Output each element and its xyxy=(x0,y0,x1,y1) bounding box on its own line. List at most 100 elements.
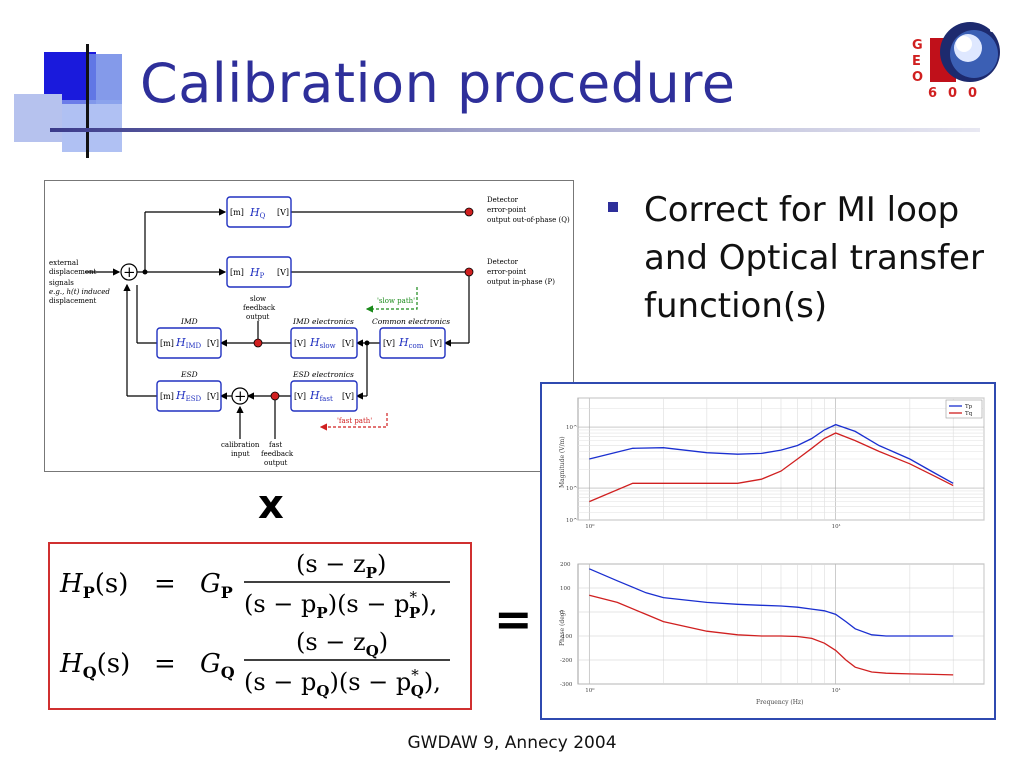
mag-xtick-label: 10⁰ xyxy=(585,523,595,530)
logo-letter-o: O xyxy=(912,70,924,85)
slow-feedback-3: output xyxy=(246,313,270,321)
equals-symbol: = xyxy=(494,592,533,646)
calibration-block-diagram: + + [m] [V] [m] [V] [m] [V] [V] [V] [V] … xyxy=(44,180,574,472)
phase-xlabel: Frequency (Hz) xyxy=(756,699,803,706)
svg-text:HQ(s): HQ(s) xyxy=(59,649,130,682)
phase-xtick-label: 10⁰ xyxy=(585,687,595,694)
phase-series-tp xyxy=(589,568,954,637)
mag-ytick-label: 10^ xyxy=(566,517,578,524)
fast-feedback-2: feedback xyxy=(261,450,294,458)
footer-text: GWDAW 9, Annecy 2004 xyxy=(407,733,617,753)
hcom-out: [V] xyxy=(430,339,442,348)
geo600-logo: G E O 6 0 0 xyxy=(912,20,1004,102)
himd-out: [V] xyxy=(207,339,219,348)
phase-xtick-label: 10¹ xyxy=(832,687,841,694)
svg-text:(s − zP): (s − zP) xyxy=(296,550,386,582)
mag-ytick-label: 10^ xyxy=(566,424,578,431)
logo-digit-0a: 0 xyxy=(948,86,958,101)
phase-ytick-label: 200 xyxy=(560,562,571,568)
output-q-2: error-point xyxy=(487,206,526,214)
multiply-symbol: x xyxy=(258,482,284,528)
fast-path-label: 'fast path' xyxy=(337,417,372,425)
decor-vertical-line xyxy=(86,44,89,158)
hesd-out: [V] xyxy=(207,392,219,401)
svg-text:(s − pP)(s − p*P),: (s − pP)(s − p*P), xyxy=(244,588,437,622)
svg-text:+: + xyxy=(123,263,136,281)
output-p-3: output in-phase (P) xyxy=(487,278,555,286)
svg-text:Hfast: Hfast xyxy=(309,389,333,403)
group-esd: ESD xyxy=(180,370,198,379)
hfast-out: [V] xyxy=(342,392,354,401)
group-imd: IMD xyxy=(180,317,198,326)
fast-feedback-1: fast xyxy=(269,441,282,449)
input-label-5: displacement xyxy=(49,297,97,305)
phase-ytick-label: 0 xyxy=(560,610,564,616)
svg-text:HQ: HQ xyxy=(249,206,266,220)
svg-text:=: = xyxy=(154,569,176,599)
transfer-function-formula: HP(s) = GP (s − zP) (s − pP)(s − p*P), H… xyxy=(48,542,472,710)
phase-ylabel: Phase (deg) xyxy=(559,610,566,646)
svg-text:(s − zQ): (s − zQ) xyxy=(296,628,388,660)
decor-square-light xyxy=(14,94,62,142)
bode-plot-panel: Magnitude (V/m) Phase (deg) Frequency (H… xyxy=(540,382,996,720)
output-p-2: error-point xyxy=(487,268,526,276)
phase-series-tq xyxy=(589,594,954,676)
legend-label-tq: Tq xyxy=(965,411,973,417)
hfast-in: [V] xyxy=(294,392,306,401)
hesd-in: [m] xyxy=(160,392,174,401)
slow-feedback-2: feedback xyxy=(243,304,276,312)
bullet-text: Correct for MI loop and Optical transfer… xyxy=(644,190,984,326)
phase-ytick-label: 100 xyxy=(560,586,571,592)
slow-path-label: 'slow path' xyxy=(377,297,415,305)
decor-square-pale xyxy=(62,100,122,152)
hslow-out: [V] xyxy=(342,339,354,348)
svg-text:Hcom: Hcom xyxy=(398,336,424,350)
group-esd-electronics: ESD electronics xyxy=(292,370,354,379)
mag-ytick-label: 10^ xyxy=(566,485,578,492)
legend-label-tp: Tp xyxy=(965,404,973,410)
calibration-input-1: calibration xyxy=(221,441,260,449)
input-label-3: signals xyxy=(49,279,74,287)
logo-letter-e: E xyxy=(912,54,921,69)
logo-digit-0b: 0 xyxy=(968,86,978,101)
group-imd-electronics: IMD electronics xyxy=(292,317,354,326)
hp-out: [V] xyxy=(277,268,289,277)
magnitude-series-tq xyxy=(589,432,954,503)
hcom-in: [V] xyxy=(383,339,395,348)
hslow-in: [V] xyxy=(294,339,306,348)
phase-ytick-label: -200 xyxy=(560,658,573,664)
calibration-input-2: input xyxy=(231,450,250,458)
magnitude-series-tp xyxy=(589,423,954,484)
slow-feedback-1: slow xyxy=(250,295,266,303)
bode-plot-svg: Magnitude (V/m) Phase (deg) Frequency (H… xyxy=(559,397,985,706)
phase-ytick-label: -300 xyxy=(560,682,573,688)
svg-text:GP: GP xyxy=(200,569,233,602)
svg-text:HP: HP xyxy=(249,266,265,280)
page-title: Calibration procedure xyxy=(140,52,736,115)
svg-text:Hslow: Hslow xyxy=(309,336,336,350)
logo-letter-g: G xyxy=(912,38,923,53)
title-underline xyxy=(50,128,980,132)
mag-xtick-label: 10¹ xyxy=(832,523,841,530)
svg-text:=: = xyxy=(154,649,176,679)
svg-text:HP(s): HP(s) xyxy=(59,569,128,602)
input-label-2: displacement xyxy=(49,268,97,276)
logo-digit-6: 6 xyxy=(928,86,938,101)
svg-text:+: + xyxy=(234,387,247,405)
output-q-3: output out-of-phase (Q) xyxy=(487,216,570,224)
input-label-4: e.g., h(t) induced xyxy=(49,288,110,296)
hp-in: [m] xyxy=(230,268,244,277)
himd-in: [m] xyxy=(160,339,174,348)
phase-ytick-label: -100 xyxy=(560,634,573,640)
hq-out: [V] xyxy=(277,208,289,217)
fast-feedback-3: output xyxy=(264,459,288,467)
input-label-1: external xyxy=(49,259,79,267)
hq-in: [m] xyxy=(230,208,244,217)
group-common-electronics: Common electronics xyxy=(372,317,450,326)
legend-box xyxy=(945,399,983,419)
bullet-marker xyxy=(608,202,618,212)
svg-text:(s − pQ)(s − p*Q),: (s − pQ)(s − p*Q), xyxy=(244,666,441,700)
svg-text:GQ: GQ xyxy=(200,649,235,682)
output-p-1: Detector xyxy=(487,258,519,266)
output-q-1: Detector xyxy=(487,196,519,204)
